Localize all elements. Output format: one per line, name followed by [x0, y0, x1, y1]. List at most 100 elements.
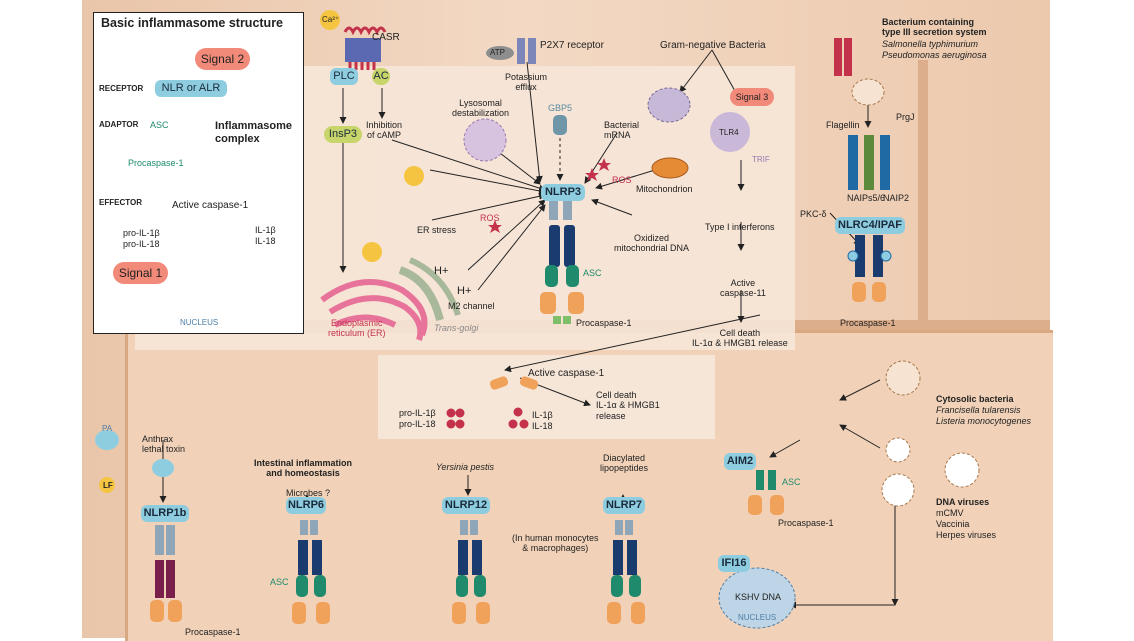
h-plus-label-1: H+: [434, 265, 449, 277]
dna-viruses-label: DNA viruses: [936, 497, 990, 507]
naips-label: NAIPs5/6: [847, 193, 886, 203]
box-pro-il1b: pro-IL-1β: [123, 228, 160, 238]
plc-pill: PLC: [330, 68, 358, 85]
caspase-area: [378, 355, 715, 439]
nlrp3-asc-label: ASC: [583, 268, 602, 278]
human-monocytes-label: (In human monocytes & macrophages): [512, 533, 599, 554]
ifi16-pill: IFI16: [718, 555, 750, 572]
box-active-caspase: Active caspase-1: [172, 200, 249, 211]
nlrp3-complex: [540, 200, 584, 324]
endoplasmic-reticulum: [320, 166, 461, 341]
nlrc4-pill: NLRC4/IPAF: [835, 217, 905, 234]
mitochondrion: [651, 157, 689, 179]
box-procaspase-label: Procaspase-1: [128, 158, 184, 168]
box-asc-label: ASC: [150, 120, 169, 130]
adaptor-label: ADAPTOR: [99, 120, 139, 129]
p2x7-receptor: [486, 38, 536, 64]
bottom-complexes: [95, 360, 980, 629]
nlrp3-procaspase-label: Procaspase-1: [576, 318, 632, 328]
nlrp1b-procaspase-label: Procaspase-1: [185, 627, 241, 637]
mid-pro-il18: pro-IL-18: [399, 419, 436, 429]
nlrp12-pill: NLRP12: [442, 497, 490, 514]
cell-death-11-label: Cell death IL-1α & HMGB1 release: [692, 328, 788, 349]
ros-stars: [488, 158, 611, 233]
cytosolic-bacteria-label: Cytosolic bacteria: [936, 394, 1014, 404]
er-stress-label: ER stress: [417, 225, 457, 235]
herpes-label: Herpes viruses: [936, 530, 997, 540]
gbp5-protein: [553, 115, 567, 135]
signal2-badge: Signal 2: [195, 48, 250, 70]
flagellin-label: Flagellin: [826, 120, 860, 130]
effector-label: EFFECTOR: [99, 198, 142, 207]
tlr4-receptor: [710, 112, 750, 152]
tlr4-label: TLR4: [719, 128, 739, 137]
atp-label: ATP: [490, 48, 505, 57]
lysosome: [463, 118, 507, 162]
active-caspase1-label: Active caspase-1: [528, 368, 605, 379]
box-nucleus-label: NUCLEUS: [180, 318, 219, 327]
naip2-label: NAIP2: [883, 193, 910, 203]
diacylated-label: Diacylated lipopeptides: [600, 453, 649, 474]
h-plus-label-2: H+: [457, 285, 472, 297]
bacterium: [647, 87, 691, 123]
nlrp7-pill: NLRP7: [603, 497, 645, 514]
nlr-alr-pill: NLR or ALR: [155, 80, 227, 97]
box-pro-il18: pro-IL-18: [123, 239, 160, 249]
active-caspase11-label: Active caspase-11: [720, 278, 766, 299]
francisella-label: Francisella tularensis: [936, 405, 1021, 415]
oxidized-dna-label: Oxidized mitochondrial DNA: [614, 233, 690, 254]
pa-label: PA: [102, 424, 113, 433]
microbes-label: Microbes ?: [286, 488, 331, 498]
m2-channel-label: M2 channel: [448, 301, 495, 311]
nlrp6-pill: NLRP6: [286, 497, 326, 514]
pseudomonas-label: Pseudomonas aeruginosa: [882, 50, 987, 60]
box-il1b: IL-1β: [255, 225, 276, 235]
signal1-badge: Signal 1: [113, 262, 168, 284]
vaccinia-label: Vaccinia: [936, 519, 970, 529]
mid-pro-il1b: pro-IL-1β: [399, 408, 436, 418]
aim2-procaspase-label: Procaspase-1: [778, 518, 834, 528]
receptor-label: RECEPTOR: [99, 84, 144, 93]
casr-receptor: [320, 10, 387, 70]
pkc-label: PKC-δ: [800, 209, 827, 219]
trans-golgi-label: Trans-golgi: [434, 323, 479, 333]
mid-il1b: IL-1β: [532, 410, 553, 420]
ros-label-1: ROS: [612, 175, 632, 185]
nlrc4-complex: [834, 38, 892, 302]
ros-label-2: ROS: [480, 213, 500, 223]
anthrax-label: Anthrax lethal toxin: [142, 434, 186, 455]
aim2-asc-label: ASC: [782, 477, 801, 487]
potassium-efflux-label: Potassium efflux: [505, 72, 548, 93]
inhibition-camp-label: Inhibition of cAMP: [366, 120, 403, 141]
active-caspase-mid: [446, 376, 539, 429]
mcmv-label: mCMV: [936, 508, 964, 518]
nlrp1b-pill: NLRP1b: [141, 505, 189, 522]
gram-negative-label: Gram-negative Bacteria: [660, 40, 766, 51]
mitochondrion-label: Mitochondrion: [636, 184, 693, 194]
inflammasome-complex-label: Inflammasome complex: [215, 120, 293, 145]
box-title: Basic inflammasome structure: [101, 16, 284, 30]
yersinia-label: Yersinia pestis: [436, 462, 495, 472]
p2x7-label: P2X7 receptor: [540, 40, 604, 51]
nlrp3-pill: NLRP3: [541, 184, 585, 201]
salmonella-label: Salmonella typhimurium: [882, 39, 979, 49]
casr-label: CASR: [372, 32, 400, 43]
bacterium-t3ss-label: Bacterium containing type III secretion …: [882, 17, 987, 38]
ac-pill: AC: [372, 68, 390, 85]
gbp5-label: GBP5: [548, 103, 573, 113]
lysosomal-label: Lysosomal destabilization: [452, 98, 510, 119]
trif-label: TRIF: [752, 155, 770, 164]
cell-membrane-right: [918, 60, 928, 340]
lf-label: LF: [103, 481, 113, 490]
aim2-pill: AIM2: [724, 453, 756, 470]
type1-interferons-label: Type I interferons: [705, 222, 775, 232]
nlrp6-asc-label: ASC: [270, 577, 289, 587]
mid-il18: IL-18: [532, 421, 553, 431]
box-il18: IL-18: [255, 236, 276, 246]
listeria-label: Listeria monocytogenes: [936, 416, 1032, 426]
intestinal-label: Intestinal inflammation and homeostasis: [254, 458, 353, 479]
insp3-pill: InsP3: [324, 126, 362, 143]
bacterial-mrna-label: Bacterial mRNA: [604, 120, 640, 141]
kshv-dna-label: KSHV DNA: [735, 592, 782, 602]
